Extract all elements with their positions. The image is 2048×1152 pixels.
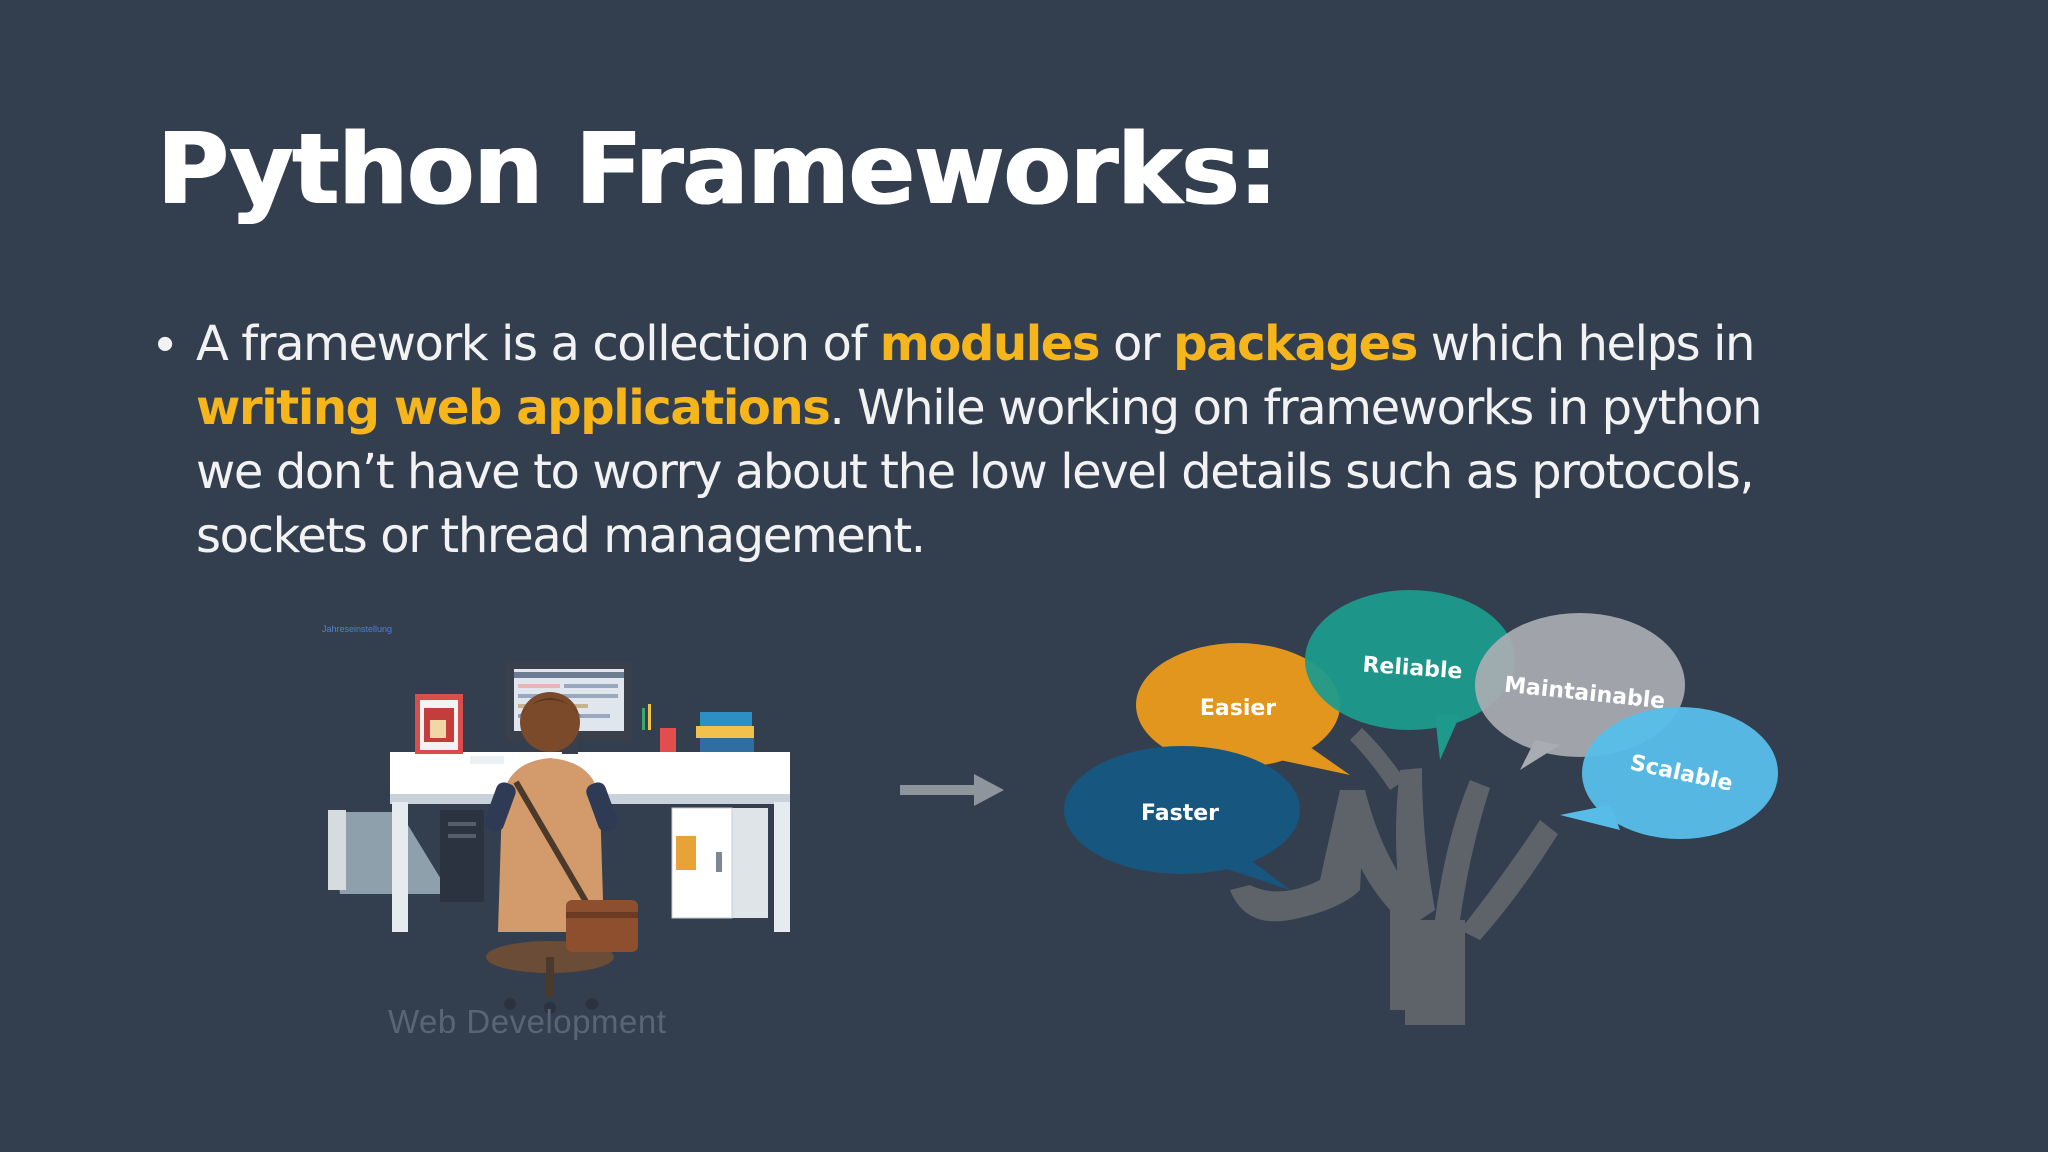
bubble-scalable: Scalable	[1560, 707, 1778, 839]
bubble-label-easier: Easier	[1200, 696, 1276, 721]
bubble-label-faster: Faster	[1141, 801, 1219, 826]
text-segment: which helps in	[1416, 316, 1756, 372]
bubble-easier: Easier	[1136, 643, 1350, 775]
bubble-reliable: Reliable	[1305, 590, 1515, 760]
bullet-line-1: A framework is a collection of modules o…	[196, 312, 1936, 376]
figure-caption: Web Development	[388, 1003, 667, 1040]
bullet-line-2: writing web applications. While working …	[196, 376, 1936, 440]
speech-bubbles-illustration: Easier Faster Reliable Maintainable Scal…	[1064, 590, 1778, 1025]
text-segment: or	[1099, 316, 1174, 372]
text-segment: . While working on frameworks in python	[829, 380, 1762, 436]
bullet-item: • A framework is a collection of modules…	[156, 312, 1946, 568]
bubble-faster: Faster	[1064, 746, 1300, 890]
web-developer-illustration	[328, 662, 790, 1014]
bullet-line-4: sockets or thread management.	[196, 508, 926, 564]
highlight-packages: packages	[1173, 316, 1418, 372]
slide-title: Python Frameworks:	[157, 113, 1278, 227]
highlight-modules: modules	[879, 316, 1101, 372]
figure-tiny-label: Jahreseinstellung	[322, 624, 393, 634]
bullet-line-3: we don’t have to worry about the low lev…	[196, 444, 1755, 500]
arrow-right-icon	[900, 774, 1004, 806]
bullet-text: A framework is a collection of modules o…	[196, 312, 1936, 568]
highlight-writing-web-applications: writing web applications	[196, 380, 831, 436]
bullet-marker-icon: •	[156, 315, 175, 373]
text-segment: A framework is a collection of	[196, 316, 880, 372]
